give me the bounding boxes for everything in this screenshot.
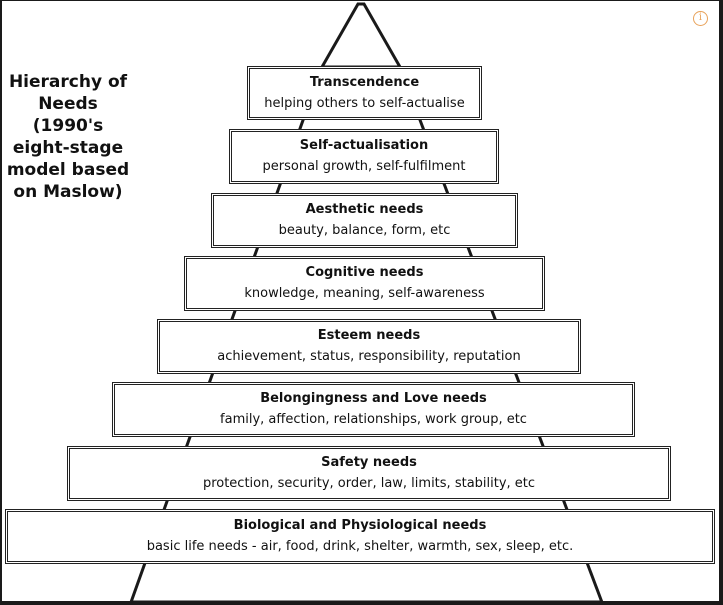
level-description: personal growth, self-fulfilment xyxy=(262,159,466,174)
title-line: eight-stage xyxy=(12,138,124,158)
level-name: Biological and Physiological needs xyxy=(233,518,487,533)
level-description: helping others to self-actualise xyxy=(264,96,465,111)
level-transcendence: Transcendence helping others to self-act… xyxy=(247,66,482,120)
level-name: Transcendence xyxy=(309,75,420,90)
title-line: Hierarchy of xyxy=(8,72,128,92)
level-description: beauty, balance, form, etc xyxy=(278,223,451,238)
diagram-title: Hierarchy of Needs (1990's eight-stage m… xyxy=(6,71,130,203)
level-name: Esteem needs xyxy=(317,328,421,343)
level-biological: Biological and Physiological needs basic… xyxy=(5,509,715,564)
level-description: protection, security, order, law, limits… xyxy=(202,476,536,491)
level-safety: Safety needs protection, security, order… xyxy=(67,446,671,501)
level-name: Safety needs xyxy=(321,455,417,470)
title-line: on Maslow) xyxy=(13,182,123,202)
title-line: Needs xyxy=(38,94,98,114)
level-description: knowledge, meaning, self-awareness xyxy=(244,286,485,301)
level-self-actualisation: Self-actualisation personal growth, self… xyxy=(229,129,499,184)
level-aesthetic: Aesthetic needs beauty, balance, form, e… xyxy=(211,193,518,248)
level-cognitive: Cognitive needs knowledge, meaning, self… xyxy=(184,256,545,311)
level-name: Aesthetic needs xyxy=(305,202,424,217)
level-name: Cognitive needs xyxy=(305,265,424,280)
level-name: Self-actualisation xyxy=(299,138,429,153)
pyramid-apex xyxy=(319,2,403,69)
level-esteem: Esteem needs achievement, status, respon… xyxy=(157,319,581,374)
level-description: basic life needs - air, food, drink, she… xyxy=(146,539,574,554)
info-icon[interactable]: i xyxy=(693,11,708,26)
title-line: (1990's xyxy=(32,116,104,136)
level-description: family, affection, relationships, work g… xyxy=(220,412,527,427)
title-line: model based xyxy=(6,160,130,180)
level-description: achievement, status, responsibility, rep… xyxy=(217,349,521,364)
level-name: Belongingness and Love needs xyxy=(260,391,487,406)
level-belongingness: Belongingness and Love needs family, aff… xyxy=(112,382,635,437)
